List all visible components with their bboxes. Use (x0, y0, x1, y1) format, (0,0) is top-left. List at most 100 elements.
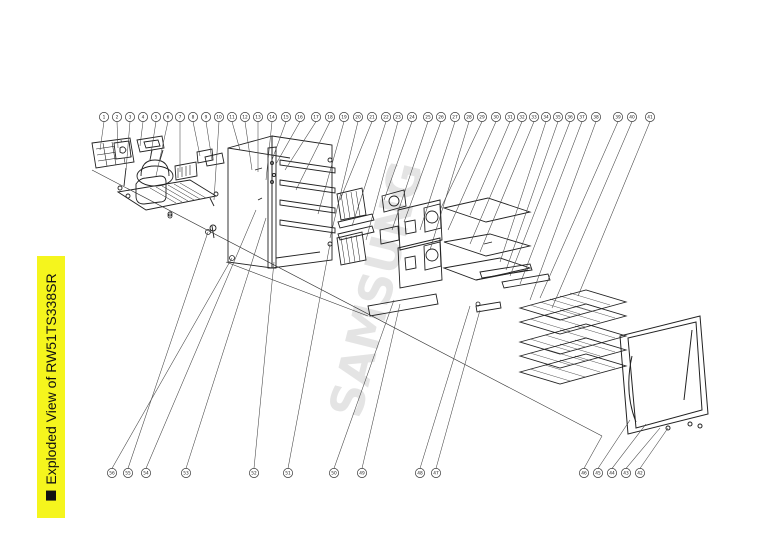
callout-circle (407, 112, 417, 122)
callout-27: 27 (450, 112, 460, 122)
leader-line (539, 121, 619, 299)
leader-line (116, 121, 119, 149)
callout-circle (151, 112, 161, 122)
leader-line (625, 427, 661, 469)
callout-circle (107, 468, 117, 478)
callout-circle (125, 112, 135, 122)
callout-circle (477, 112, 487, 122)
callout-17: 17 (311, 112, 321, 122)
callout-circle (517, 112, 527, 122)
callout-circle (541, 112, 551, 122)
callout-number: 39 (615, 115, 621, 121)
callout-circle (253, 112, 263, 122)
callout-13: 13 (253, 112, 263, 122)
callout-circle (565, 112, 575, 122)
leader-line (419, 305, 471, 469)
callout-18: 18 (325, 112, 335, 122)
callout-number: 34 (543, 115, 549, 121)
callout-number: 45 (595, 471, 601, 477)
callout-number: 43 (623, 471, 629, 477)
callout-3: 3 (125, 112, 135, 122)
callout-circle (431, 468, 441, 478)
leader-line (639, 427, 669, 469)
callout-40: 40 (627, 112, 637, 122)
callout-number: 4 (142, 115, 145, 121)
leader-line (351, 121, 387, 227)
callout-22: 22 (381, 112, 391, 122)
callout-1: 1 (99, 112, 109, 122)
leader-line (435, 309, 481, 469)
evaporator-upper (336, 187, 367, 221)
leader-line (213, 121, 220, 201)
callout-circle (577, 112, 587, 122)
leader-line (479, 121, 535, 253)
callout-45: 45 (593, 468, 603, 478)
watermark-text: SAMSUNG (318, 156, 434, 423)
callout-number: 13 (255, 115, 261, 121)
callout-55: 55 (123, 468, 133, 478)
shelf-3 (518, 323, 628, 355)
shelf-1 (518, 289, 628, 321)
callout-number: 3 (129, 115, 132, 121)
callout-circle (529, 112, 539, 122)
callout-31: 31 (505, 112, 515, 122)
leader-line (265, 121, 273, 181)
callout-number: 2 (116, 115, 119, 121)
callout-number: 48 (417, 471, 423, 477)
compressor-assembly (91, 135, 225, 239)
leader-line (253, 261, 275, 469)
callout-number: 26 (438, 115, 444, 121)
callout-circle (141, 468, 151, 478)
callout-circle (339, 112, 349, 122)
callout-21: 21 (367, 112, 377, 122)
callout-circle (227, 112, 237, 122)
callout-52: 52 (249, 468, 259, 478)
callout-number: 52 (251, 471, 257, 477)
callout-38: 38 (591, 112, 601, 122)
leader-line (383, 121, 413, 201)
callout-number: 31 (507, 115, 513, 121)
leader-line (419, 121, 456, 231)
callout-circle (329, 468, 339, 478)
callout-number: 41 (647, 115, 653, 121)
callout-47: 47 (431, 468, 441, 478)
callout-circle (627, 112, 637, 122)
leader-line (597, 419, 631, 469)
callout-12: 12 (240, 112, 250, 122)
callout-number: 20 (355, 115, 361, 121)
leader-line (185, 217, 267, 469)
callout-46: 46 (579, 468, 589, 478)
callout-circle (393, 112, 403, 122)
callout-number: 1 (103, 115, 106, 121)
callout-number: 29 (479, 115, 485, 121)
title-band: Exploded View of RW51TS338SR (37, 256, 65, 518)
callout-number: 18 (327, 115, 333, 121)
leader-line (317, 121, 345, 215)
callout-number: 36 (567, 115, 573, 121)
callout-number: 21 (369, 115, 375, 121)
leader-line (275, 121, 301, 165)
callout-44: 44 (607, 468, 617, 478)
callout-number: 6 (167, 115, 170, 121)
leader-line (271, 121, 287, 161)
callout-number: 7 (179, 115, 182, 121)
callout-23: 23 (393, 112, 403, 122)
callout-circle (591, 112, 601, 122)
wire-shelves (518, 289, 628, 385)
shelf-4 (518, 337, 628, 369)
callout-circle (281, 112, 291, 122)
callout-number: 23 (395, 115, 401, 121)
hardware (167, 213, 493, 307)
callout-circle (415, 468, 425, 478)
callout-32: 32 (517, 112, 527, 122)
leader-line (125, 121, 131, 171)
leader-line (333, 299, 395, 469)
callout-circle (607, 468, 617, 478)
assembly-axis-lines (91, 169, 603, 437)
callout-circle (381, 112, 391, 122)
callout-number: 24 (409, 115, 415, 121)
callout-circle (464, 112, 474, 122)
